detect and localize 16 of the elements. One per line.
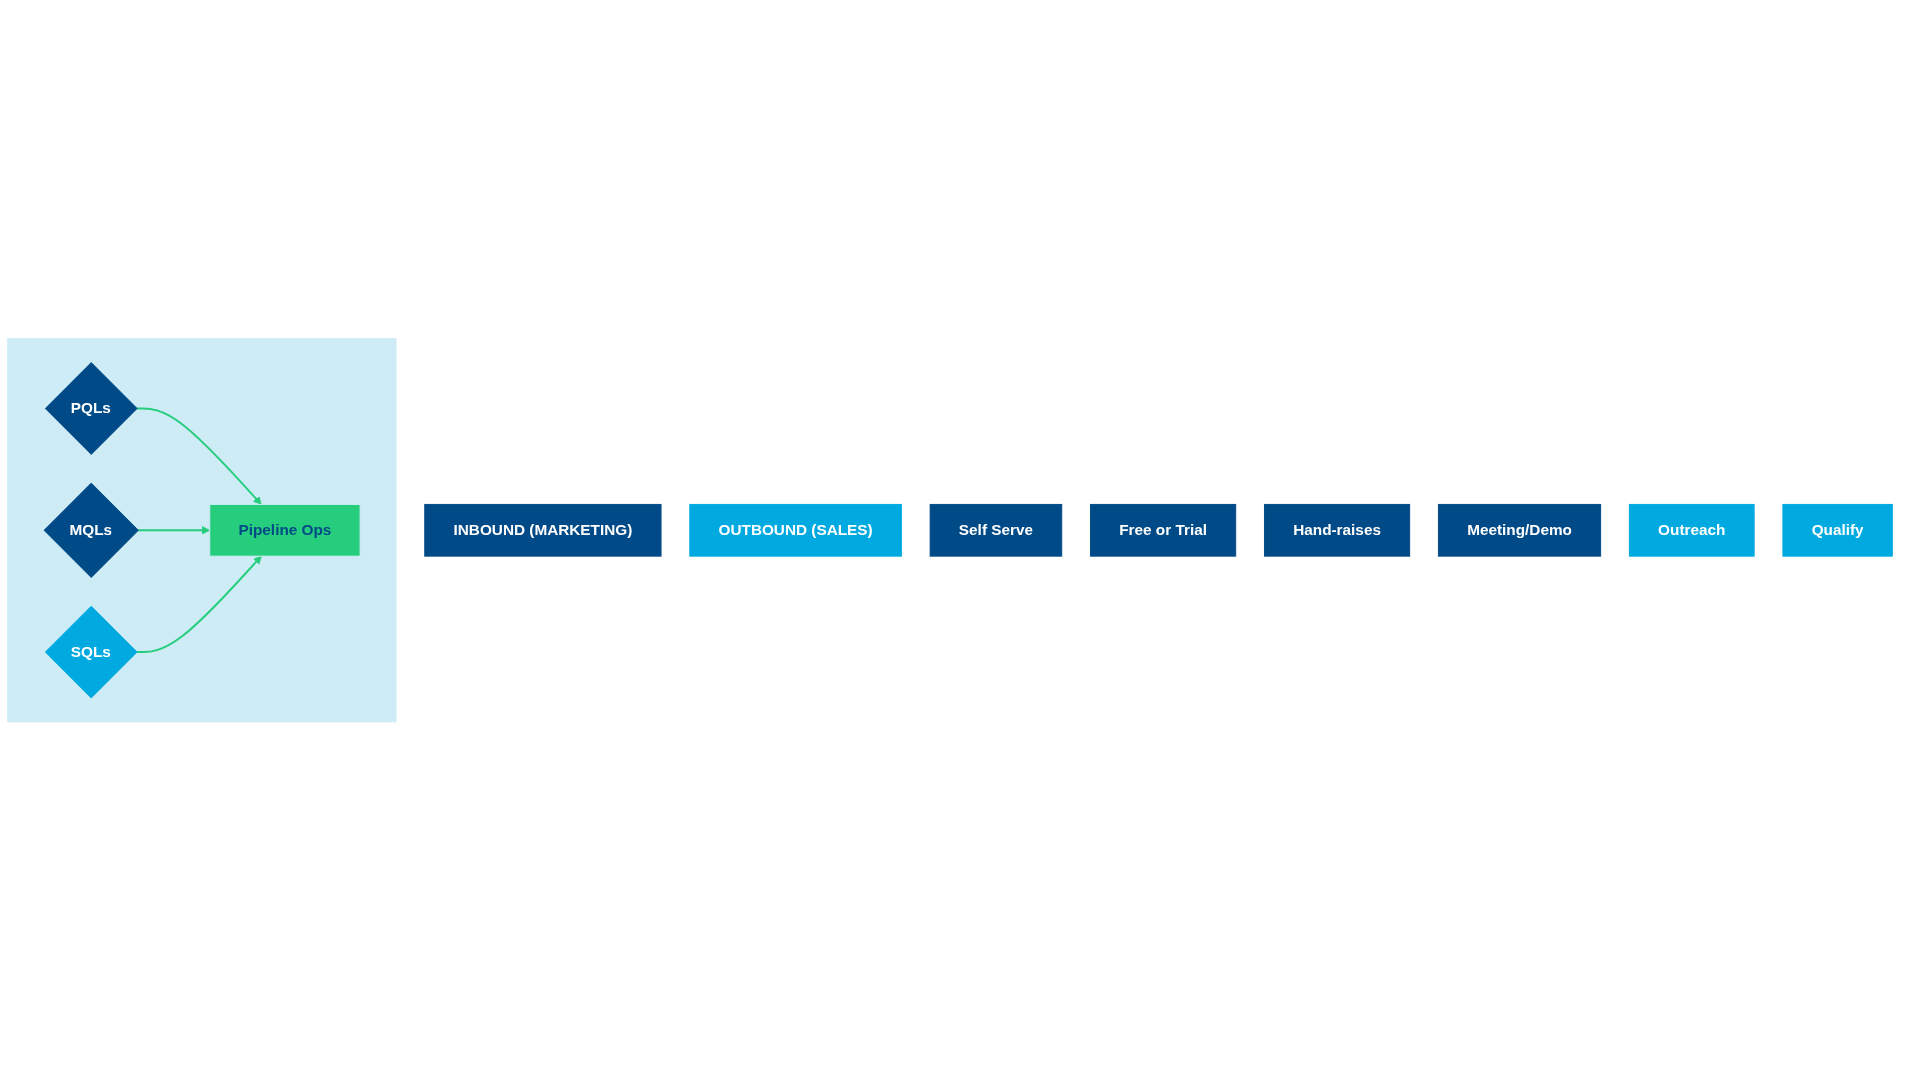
node-box: Self Serve bbox=[929, 503, 1063, 557]
arrow bbox=[135, 555, 262, 653]
node-box: Outreach bbox=[1628, 503, 1755, 557]
node-box: Hand-raises bbox=[1263, 503, 1411, 557]
node-diamond: MQLs bbox=[43, 482, 139, 578]
arrow bbox=[136, 525, 211, 535]
node-diamond: PQLs bbox=[44, 361, 138, 455]
node-box: Qualify bbox=[1782, 503, 1893, 557]
node-box: INBOUND (MARKETING) bbox=[424, 503, 662, 557]
arrow bbox=[135, 407, 262, 505]
node-box: Pipeline Ops bbox=[209, 503, 361, 557]
cluster bbox=[7, 337, 397, 723]
node-box: Meeting/Demo bbox=[1437, 503, 1602, 557]
node-diamond: SQLs bbox=[44, 605, 138, 699]
node-box: OUTBOUND (SALES) bbox=[689, 503, 902, 557]
node-box: Free or Trial bbox=[1090, 503, 1237, 557]
